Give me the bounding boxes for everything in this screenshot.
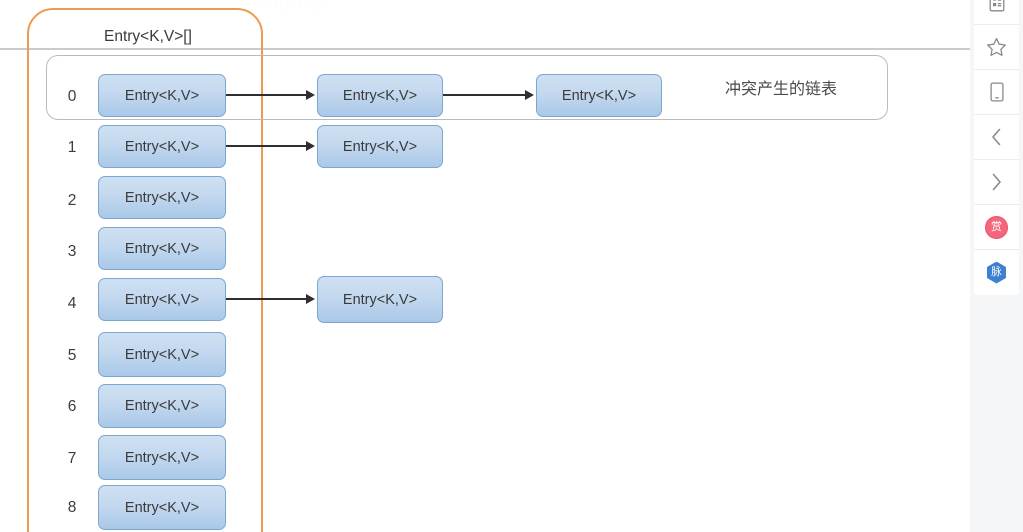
entry-node-bucket-8: Entry<K,V> (98, 485, 226, 530)
chain-arrow-bucket-0-link-1 (226, 94, 308, 96)
bucket-index-5: 5 (67, 347, 77, 364)
reward-badge-glyph: 赏 (985, 215, 1008, 239)
entry-node-bucket-2: Entry<K,V> (98, 176, 226, 219)
catalog-icon[interactable] (974, 0, 1019, 25)
bucket-index-4: 4 (67, 295, 77, 312)
chain-arrow-bucket-0-link-2 (443, 94, 527, 96)
entry-node-bucket-1-chain-1: Entry<K,V> (317, 125, 443, 168)
prev-article-icon[interactable] (974, 115, 1019, 160)
entry-node-bucket-4: Entry<K,V> (98, 278, 226, 321)
array-bracket (27, 8, 263, 532)
reward-badge-icon[interactable]: 赏 (974, 205, 1019, 250)
bucket-index-1: 1 (67, 139, 77, 156)
collision-chain-label: 冲突产生的链表 (725, 79, 838, 98)
right-sidebar: 赏 脉 (970, 0, 1023, 532)
article-content: CSDN @ Entry<K,V>[] 冲突产生的链表 0 1 2 3 4 5 … (0, 0, 970, 532)
entry-node-bucket-7: Entry<K,V> (98, 435, 226, 480)
array-type-label: Entry<K,V>[] (104, 28, 192, 45)
chain-arrow-bucket-1-link-1 (226, 145, 308, 147)
hashmap-diagram: Entry<K,V>[] 冲突产生的链表 0 1 2 3 4 5 6 7 8 E… (27, 8, 888, 532)
bucket-index-8: 8 (67, 499, 77, 516)
favorite-icon[interactable] (974, 25, 1019, 70)
entry-node-bucket-5: Entry<K,V> (98, 332, 226, 377)
watermark-text: CSDN @ (256, 0, 324, 13)
bucket-index-2: 2 (67, 192, 77, 209)
bucket-index-0: 0 (67, 88, 77, 105)
bucket-index-6: 6 (67, 398, 77, 415)
chain-arrow-head-bucket-0-link-1 (306, 90, 315, 100)
right-sidebar-panel: 赏 脉 (974, 0, 1019, 295)
collision-chain-outline (46, 55, 888, 120)
chain-arrow-bucket-4-link-1 (226, 298, 308, 300)
bucket-index-3: 3 (67, 243, 77, 260)
entry-node-bucket-3: Entry<K,V> (98, 227, 226, 270)
mobile-view-icon[interactable] (974, 70, 1019, 115)
entry-node-bucket-6: Entry<K,V> (98, 384, 226, 428)
entry-node-bucket-0: Entry<K,V> (98, 74, 226, 117)
chain-arrow-head-bucket-4-link-1 (306, 294, 315, 304)
vein-badge-glyph: 脉 (987, 261, 1006, 284)
entry-node-bucket-1: Entry<K,V> (98, 125, 226, 168)
entry-node-bucket-0-chain-2: Entry<K,V> (536, 74, 662, 117)
chain-arrow-head-bucket-0-link-2 (525, 90, 534, 100)
vein-badge-icon[interactable]: 脉 (974, 250, 1019, 295)
chain-arrow-head-bucket-1-link-1 (306, 141, 315, 151)
next-article-icon[interactable] (974, 160, 1019, 205)
bucket-index-7: 7 (67, 450, 77, 467)
entry-node-bucket-4-chain-1: Entry<K,V> (317, 276, 443, 323)
horizontal-divider (0, 48, 970, 50)
entry-node-bucket-0-chain-1: Entry<K,V> (317, 74, 443, 117)
